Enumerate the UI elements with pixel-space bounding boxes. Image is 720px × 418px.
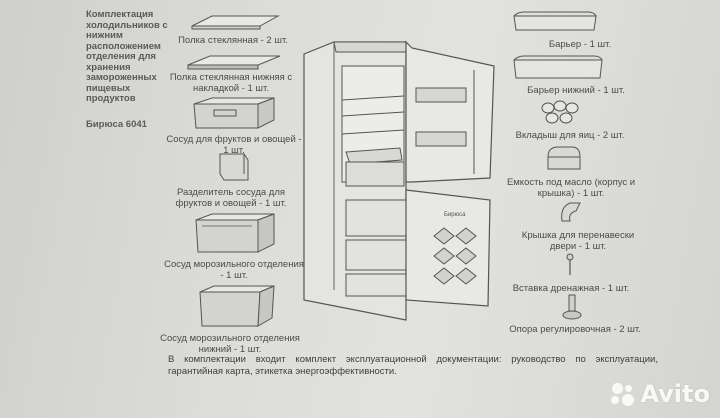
label-butter-dish: Емкость под масло (корпус и крышка) - 1 … <box>506 177 636 199</box>
label-adjustable-foot: Опора регулировочная - 2 шт. <box>509 324 641 335</box>
fridge-brand-label: Бирюса <box>444 212 466 218</box>
documentation-note: В комплектации входит комплект эксплуата… <box>168 354 658 377</box>
drain-insert-image <box>566 253 574 275</box>
label-lower-glass-shelf: Полка стеклянная нижняя с накладкой - 1 … <box>169 72 293 94</box>
label-bin-divider: Разделитель сосуда для фруктов и овощей … <box>175 187 287 209</box>
egg-tray-image <box>541 100 579 124</box>
avito-logo-icon <box>610 381 636 407</box>
label-drain-insert: Вставка дренажная - 1 шт. <box>512 283 630 294</box>
label-lower-freezer-bin: Сосуд морозильного отделения нижний - 1 … <box>160 333 300 355</box>
fruit-vegetable-bin-image <box>193 97 275 129</box>
avito-wordmark: Avito <box>640 380 710 408</box>
bin-divider-image <box>219 153 249 181</box>
door-cover-image <box>561 202 581 222</box>
lower-door-barrier-image <box>513 55 603 79</box>
model-name: Бирюса 6041 <box>86 119 147 130</box>
glass-shelf-image <box>191 15 280 30</box>
adjustable-foot-image <box>562 294 582 320</box>
avito-watermark: Avito <box>610 380 710 408</box>
label-egg-tray: Вкладыш для яиц - 2 шт. <box>515 130 625 141</box>
lower-freezer-bin-image <box>199 285 275 327</box>
kit-heading: Комплектация холодильников с нижним расп… <box>86 9 168 104</box>
freezer-bin-image <box>195 213 275 253</box>
label-lower-door-barrier: Барьер нижний - 1 шт. <box>527 85 625 96</box>
label-door-barrier: Барьер - 1 шт. <box>548 39 612 50</box>
label-fruit-vegetable-bin: Сосуд для фруктов и овощей - 1 шт. <box>166 134 302 156</box>
label-freezer-bin: Сосуд морозильного отделения - 1 шт. <box>164 259 304 281</box>
butter-dish-image <box>547 146 581 170</box>
fridge-drawing: Бирюса <box>303 40 495 321</box>
door-barrier-image <box>513 11 597 31</box>
label-door-cover: Крышка для перенавески двери - 1 шт. <box>521 230 635 252</box>
lower-glass-shelf-image <box>187 55 281 70</box>
label-glass-shelf: Полка стеклянная - 2 шт. <box>178 35 288 46</box>
